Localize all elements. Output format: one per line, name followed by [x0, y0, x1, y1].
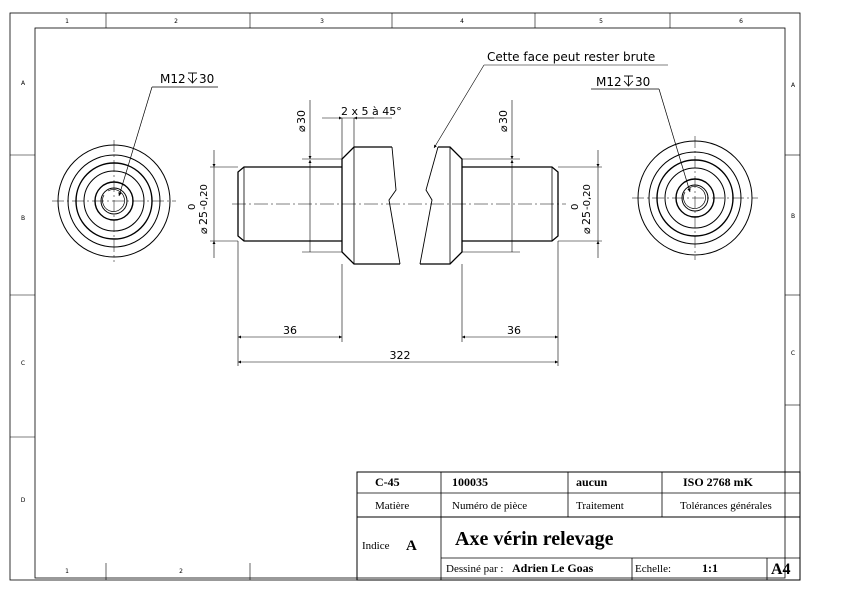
- dim-diameter-collar: 30: [295, 110, 308, 124]
- tolerance-lower: -0,20: [199, 184, 210, 210]
- drawn-by-value: Adrien Le Goas: [512, 561, 594, 575]
- diameter-symbol: ⌀: [580, 227, 593, 234]
- end-view-left: [52, 140, 176, 262]
- treatment-label: Traitement: [576, 500, 624, 512]
- zone-row-label: C: [791, 350, 795, 357]
- diameter-symbol: ⌀: [497, 125, 510, 132]
- treatment-value: aucun: [576, 475, 608, 489]
- tolerance-label: Tolérances générales: [680, 500, 772, 512]
- dim-length-total: 322: [390, 349, 411, 362]
- dim-diameter-shaft: 25: [580, 211, 593, 225]
- scale-value: 1:1: [702, 561, 718, 575]
- material-label: Matière: [375, 500, 409, 512]
- end-view-right: [632, 136, 758, 260]
- zone-col-label: 3: [320, 18, 324, 25]
- depth-icon: [187, 72, 198, 84]
- tolerance-lower: -0,20: [582, 184, 593, 210]
- dim-diameter-collar: 30: [497, 110, 510, 124]
- thread-depth: 30: [199, 72, 214, 86]
- thread-depth: 30: [635, 75, 650, 89]
- chamfer-note: 2 x 5 à 45°: [341, 105, 402, 118]
- zone-col-label: 2: [179, 568, 183, 575]
- tolerance-upper: 0: [187, 204, 198, 210]
- dim-diameter-shaft: 25: [197, 211, 210, 225]
- zone-row-label: A: [791, 82, 796, 89]
- shaft-side-view: [232, 146, 566, 265]
- zone-col-label: 5: [599, 18, 603, 25]
- thread-spec: M12: [596, 75, 622, 89]
- dim-length-right: 36: [507, 324, 521, 337]
- surface-note: Cette face peut rester brute: [487, 50, 655, 64]
- sheet-format: A4: [771, 561, 791, 578]
- zone-col-label: 6: [739, 18, 743, 25]
- zone-row-label: B: [21, 215, 25, 222]
- zone-row-label: A: [21, 80, 26, 87]
- title-block: [356, 471, 801, 581]
- part-number-value: 100035: [452, 475, 488, 489]
- zone-col-label: 2: [174, 18, 178, 25]
- part-number-label: Numéro de pièce: [452, 500, 527, 512]
- index-value: A: [406, 538, 417, 554]
- thread-callout-left: M12 30: [118, 72, 218, 197]
- dimension-lines: [210, 64, 668, 366]
- zone-col-label: 1: [65, 18, 69, 25]
- dim-length-left: 36: [283, 324, 297, 337]
- scale-label: Echelle:: [635, 563, 671, 575]
- drawing-frame: [9, 12, 801, 581]
- drawing-title: Axe vérin relevage: [455, 528, 614, 550]
- zone-row-label: D: [21, 497, 26, 504]
- tolerance-upper: 0: [570, 204, 581, 210]
- thread-callout-right: M12 30: [591, 75, 691, 193]
- index-label: Indice: [362, 540, 390, 552]
- thread-spec: M12: [160, 72, 186, 86]
- zone-row-label: C: [21, 360, 25, 367]
- depth-icon: [623, 75, 634, 87]
- zone-col-label: 4: [460, 18, 464, 25]
- zone-row-label: B: [791, 213, 795, 220]
- diameter-symbol: ⌀: [197, 227, 210, 234]
- material-value: C-45: [375, 475, 400, 489]
- drawn-by-label: Dessiné par :: [446, 563, 503, 575]
- diameter-symbol: ⌀: [295, 125, 308, 132]
- zone-col-label: 1: [65, 568, 69, 575]
- tolerance-value: ISO 2768 mK: [683, 475, 754, 489]
